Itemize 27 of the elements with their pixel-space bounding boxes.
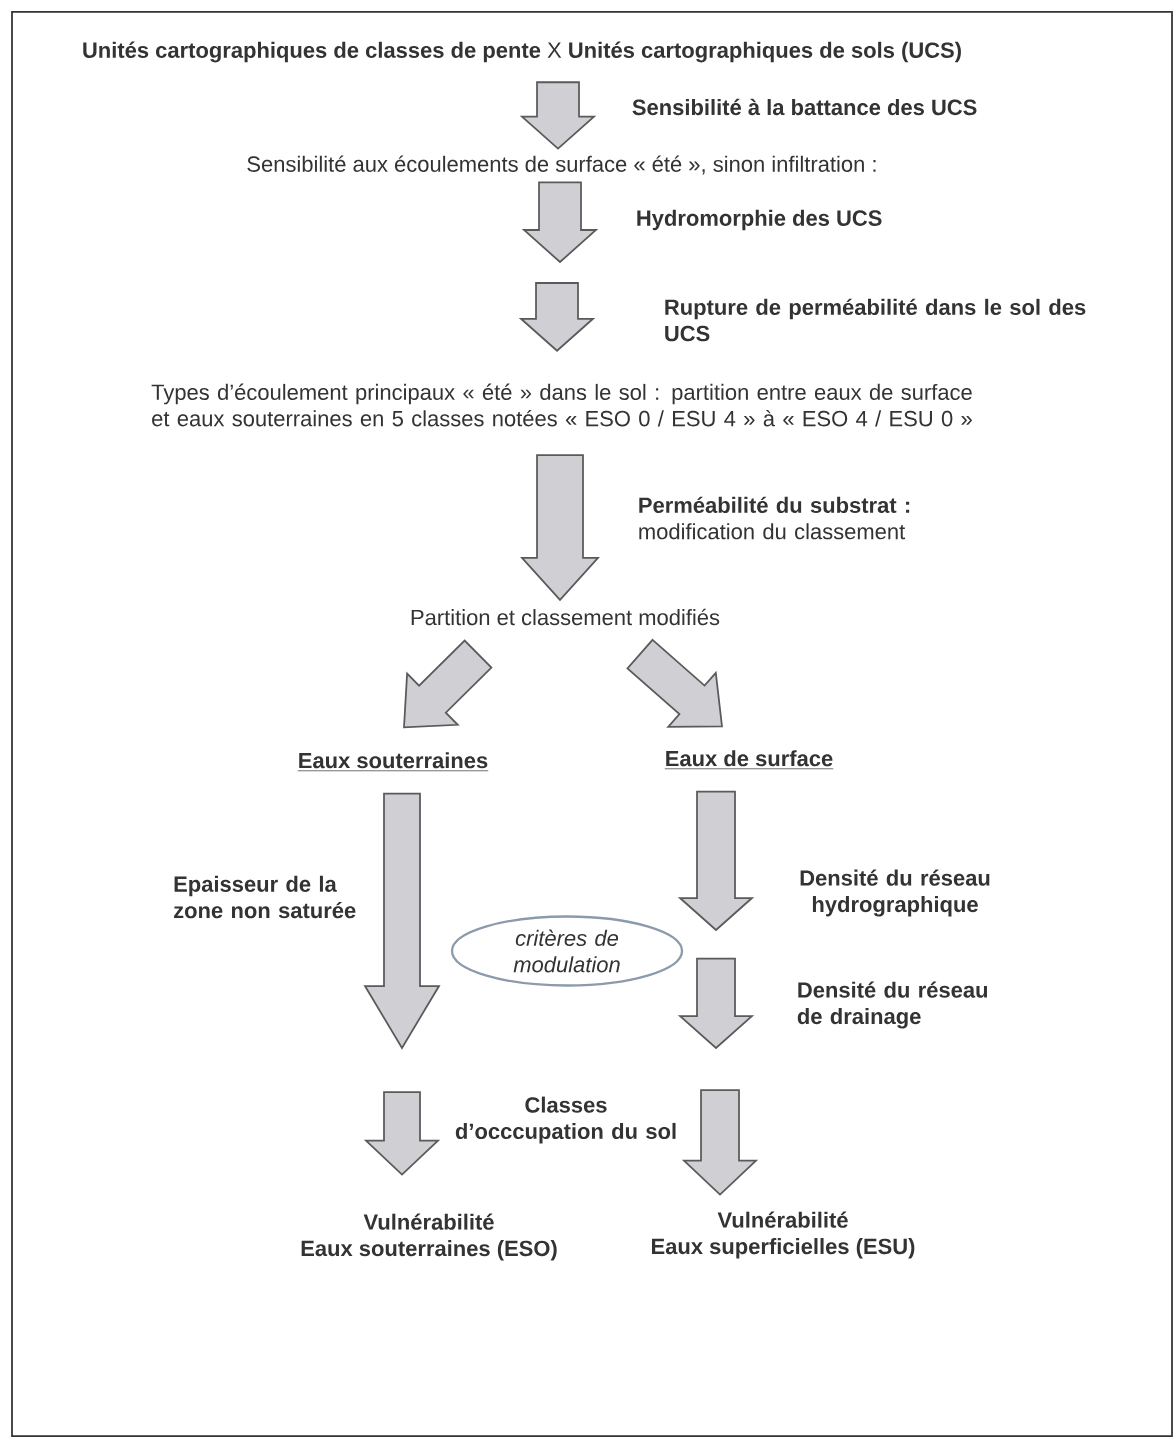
- branch-heading: Eaux souterraines: [297, 752, 489, 772]
- step-text: Types d’écoulement principaux « été » dans le sol : partition entre eaux de surface et eaux souterraines en 5 classes notées « ESO 0 / ESU 4 » à « ESO 4 / ESU 0 »: [151, 383, 972, 427]
- note-text: Classes d’occcupation du sol: [455, 1096, 676, 1144]
- block-arrow: [521, 181, 599, 264]
- result-text: Vulnérabilité Eaux souterraines (ESO): [301, 1213, 557, 1261]
- branch-heading: Eaux de surface: [664, 750, 834, 770]
- block-arrow: [681, 1089, 759, 1196]
- block-arrow: [518, 282, 596, 352]
- block-arrow: [363, 1091, 441, 1176]
- block-arrow: [626, 638, 723, 728]
- block-arrow: [519, 81, 597, 150]
- block-arrow: [403, 639, 493, 729]
- block-arrow: [677, 957, 755, 1050]
- arrow-label: Rupture de perméabilité dans le sol des UCS: [665, 298, 1086, 342]
- result-text: Vulnérabilité Eaux superficielles (ESU): [652, 1211, 915, 1259]
- arrow-label: Sensibilité à la battance des UCS: [632, 98, 977, 116]
- block-arrow: [677, 790, 755, 932]
- block-arrow: [363, 792, 441, 1050]
- arrow-label: Perméabilité du substrat : modification du classement: [639, 496, 910, 540]
- block-arrow: [520, 454, 600, 602]
- arrow-label: Epaisseur de la zone non saturée: [174, 875, 356, 919]
- arrow-label: Densité du réseau hydrographique: [800, 869, 990, 917]
- arrow-label: Hydromorphie des UCS: [637, 209, 882, 231]
- step-text: Unités cartographiques de classes de pente X Unités cartographiques de sols (UCS): [83, 41, 961, 63]
- arrow-label: Densité du réseau de drainage: [797, 981, 988, 1029]
- step-text: Sensibilité aux écoulements de surface « été », sinon infiltration :: [247, 155, 876, 175]
- step-text: Partition et classement modifiés: [411, 608, 720, 626]
